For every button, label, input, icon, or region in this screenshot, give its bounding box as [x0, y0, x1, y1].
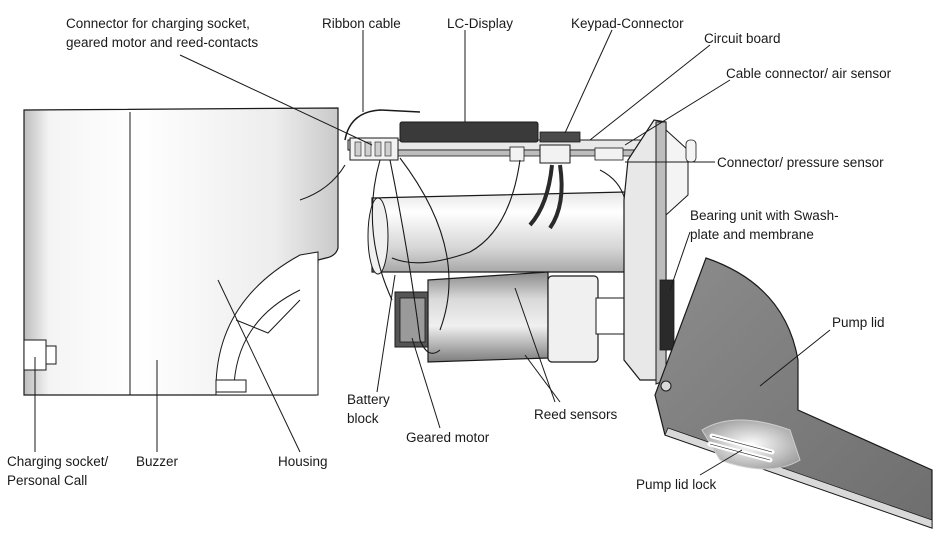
label-cable-air-sensor: Cable connector/ air sensor	[726, 66, 892, 81]
label-lc-display: LC-Display	[447, 16, 514, 31]
label-connector-charging: Connector for charging socket, geared mo…	[66, 16, 259, 50]
label-bearing-unit: Bearing unit with Swash- plate and membr…	[690, 208, 839, 242]
leader-keypad	[564, 29, 613, 134]
leader-lines	[34, 29, 831, 476]
leader-battery	[376, 274, 396, 393]
label-keypad-connector: Keypad-Connector	[571, 16, 684, 31]
bearing-unit-shape	[623, 119, 697, 385]
label-buzzer: Buzzer	[136, 454, 179, 469]
ribbon-cable-shape	[344, 109, 421, 141]
leader-motor	[411, 337, 441, 429]
label-pump-lid: Pump lid	[832, 315, 885, 330]
leader-reed2	[524, 354, 561, 403]
leader-circuit	[589, 44, 711, 141]
geared-motor-shape	[394, 271, 625, 363]
housing-shell	[23, 107, 339, 396]
leader-pumplid	[759, 329, 831, 387]
battery-block-shape	[367, 191, 626, 275]
leader-housing	[217, 279, 301, 453]
leader-connector	[179, 54, 373, 146]
label-pump-lid-lock: Pump lid lock	[636, 477, 717, 492]
label-connector-pressure: Connector/ pressure sensor	[717, 155, 884, 170]
label-geared-motor: Geared motor	[406, 430, 490, 445]
label-reed-sensors: Reed sensors	[534, 407, 618, 422]
leader-bearing	[669, 231, 691, 291]
leader-reed1	[514, 287, 556, 403]
leader-lock	[699, 449, 743, 476]
label-battery-block: Battery block	[347, 392, 390, 426]
label-ribbon-cable: Ribbon cable	[322, 16, 401, 31]
label-circuit-board: Circuit board	[704, 31, 781, 46]
leader-air	[624, 79, 731, 146]
circuit-board-shape	[347, 121, 651, 164]
pump-lid-lock-shape	[701, 419, 801, 470]
label-housing: Housing	[278, 454, 328, 469]
label-charging-socket: Charging socket/ Personal Call	[7, 454, 109, 488]
